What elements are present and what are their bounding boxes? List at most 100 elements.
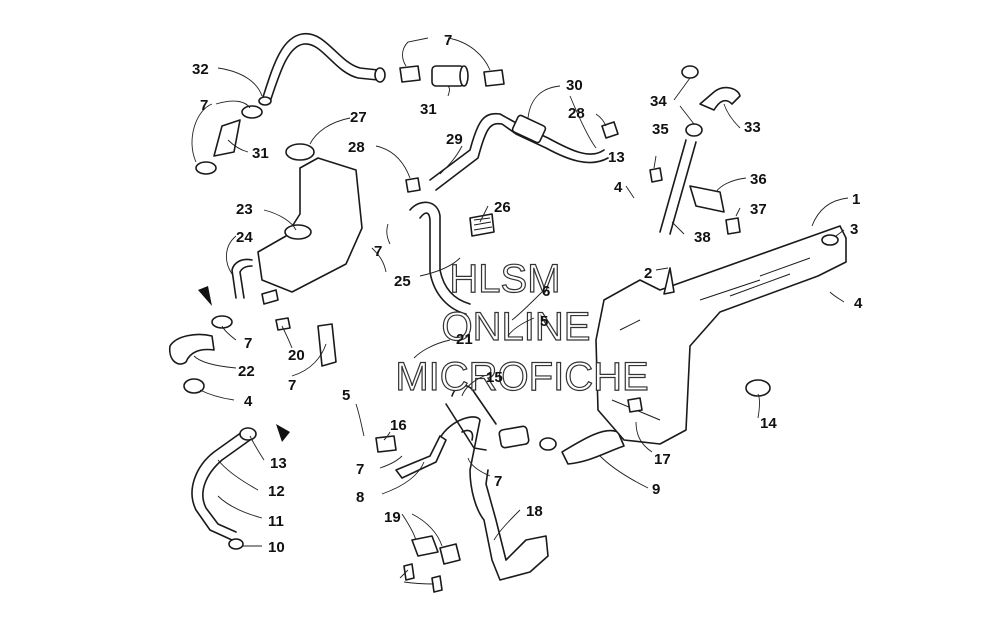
connector-31-left bbox=[213, 119, 241, 157]
bracket-12 bbox=[395, 435, 447, 479]
clip-11-b bbox=[439, 543, 461, 565]
callout-31: 31 bbox=[420, 101, 437, 118]
coupler-15 bbox=[498, 425, 530, 449]
bracket-14 bbox=[375, 435, 397, 453]
hose-32 bbox=[261, 33, 379, 103]
callout-17: 12 bbox=[268, 483, 285, 500]
arrow-left bbox=[198, 286, 212, 306]
clamp-7-lower-left bbox=[183, 378, 205, 394]
watermark-hlsm: HLSM bbox=[449, 257, 560, 301]
callout-20: 22 bbox=[238, 363, 255, 380]
callout-16: 13 bbox=[270, 455, 287, 472]
callout-14: 16 bbox=[390, 417, 407, 434]
callout-5: 5 bbox=[540, 313, 548, 330]
callout-25: 25 bbox=[394, 273, 411, 290]
clamp-7-left-bottom bbox=[195, 161, 217, 175]
callout-33: 33 bbox=[744, 119, 761, 136]
panel-1-slots bbox=[611, 257, 811, 421]
callout-2: 2 bbox=[644, 265, 652, 282]
callout-31: 31 bbox=[252, 145, 269, 162]
callout-15: 15 bbox=[486, 369, 503, 386]
clamp-35 bbox=[685, 123, 703, 137]
clamp-34 bbox=[681, 65, 699, 79]
callout-28: 28 bbox=[348, 139, 365, 156]
callout-1: 1 bbox=[852, 191, 860, 208]
callout-29: 29 bbox=[446, 131, 463, 148]
leaders bbox=[191, 37, 849, 585]
callout-13: 13 bbox=[608, 149, 625, 166]
washer-3 bbox=[821, 234, 839, 246]
watermark: HLSM ONLINE MICROFICHE bbox=[395, 256, 650, 399]
panel-1 bbox=[595, 225, 847, 445]
callout-4: 5 bbox=[342, 387, 350, 404]
clip-11 bbox=[411, 535, 439, 557]
hose-20 bbox=[168, 333, 215, 365]
clamp-7-left-top bbox=[241, 105, 263, 119]
callout-11: 19 bbox=[384, 509, 401, 526]
hose-32-end bbox=[374, 67, 386, 83]
callout-7: 4 bbox=[244, 393, 253, 410]
callout-labels: 32 7 31 7 31 30 28 29 27 28 34 33 35 13 … bbox=[192, 32, 863, 556]
clamp-7-upper-left bbox=[399, 65, 421, 83]
hose-8 bbox=[561, 429, 625, 465]
hose-32-end-b bbox=[258, 96, 272, 106]
reservoir-23-neck bbox=[284, 224, 312, 240]
hose-17-18 bbox=[191, 431, 251, 541]
clamp-28-left bbox=[405, 177, 421, 193]
hose-clamp-7-engine bbox=[627, 397, 643, 413]
bolt-10-b bbox=[431, 575, 443, 593]
clamp-28-right bbox=[601, 121, 619, 139]
callout-23: 23 bbox=[236, 201, 253, 218]
callout-4: 4 bbox=[854, 295, 863, 312]
watermark-microfiche: MICROFICHE bbox=[395, 355, 648, 399]
reservoir-23-spout bbox=[261, 289, 279, 305]
hose-24 bbox=[231, 258, 253, 299]
bracket-36 bbox=[689, 185, 725, 213]
hose-25 bbox=[409, 201, 471, 315]
callout-3: 3 bbox=[850, 221, 858, 238]
clamp-7-hose-8 bbox=[539, 437, 557, 451]
watermark-online: ONLINE bbox=[442, 305, 591, 349]
callout-24: 24 bbox=[236, 229, 253, 246]
clamp-7-hose-20 bbox=[211, 315, 233, 329]
clip-13-upper bbox=[649, 167, 663, 183]
bolt-2 bbox=[663, 267, 675, 295]
bracket-22 bbox=[317, 323, 337, 367]
callout-7: 7 bbox=[244, 335, 252, 352]
callout-5: 14 bbox=[760, 415, 777, 432]
callout-30: 30 bbox=[566, 77, 583, 94]
callout-4: 4 bbox=[614, 179, 623, 196]
callout-9: 18 bbox=[526, 503, 543, 520]
spacer-5-right bbox=[745, 379, 771, 397]
callout-7: 21 bbox=[456, 331, 473, 348]
callout-27: 27 bbox=[350, 109, 367, 126]
callout-28: 28 bbox=[568, 105, 585, 122]
sleeve-30 bbox=[511, 114, 547, 144]
clamp-7-upper-right bbox=[483, 69, 505, 87]
callout-36: 36 bbox=[750, 171, 767, 188]
callout-18: 11 bbox=[268, 513, 284, 530]
callout-37: 37 bbox=[750, 201, 767, 218]
callout-32: 32 bbox=[192, 61, 209, 78]
callout-38: 38 bbox=[694, 229, 711, 246]
connector-31-upper-end bbox=[459, 65, 469, 87]
hose-38 bbox=[659, 139, 697, 235]
callout-6: 6 bbox=[542, 283, 550, 300]
callout-34: 34 bbox=[650, 93, 667, 110]
callout-7: 17 bbox=[654, 451, 671, 468]
cap-27 bbox=[285, 143, 315, 161]
callout-21: 20 bbox=[288, 347, 305, 364]
callout-13: 7 bbox=[356, 461, 364, 478]
callout-12: 8 bbox=[356, 489, 364, 506]
bolt-21 bbox=[275, 317, 291, 331]
clamp-19 bbox=[228, 538, 244, 550]
hose-33 bbox=[699, 86, 741, 111]
callout-22: 7 bbox=[288, 377, 296, 394]
hose-9 bbox=[439, 416, 549, 581]
callout-19: 10 bbox=[268, 539, 285, 556]
callout-7: 7 bbox=[494, 473, 502, 490]
bolt-37 bbox=[725, 217, 741, 235]
bolt-10 bbox=[403, 563, 415, 581]
